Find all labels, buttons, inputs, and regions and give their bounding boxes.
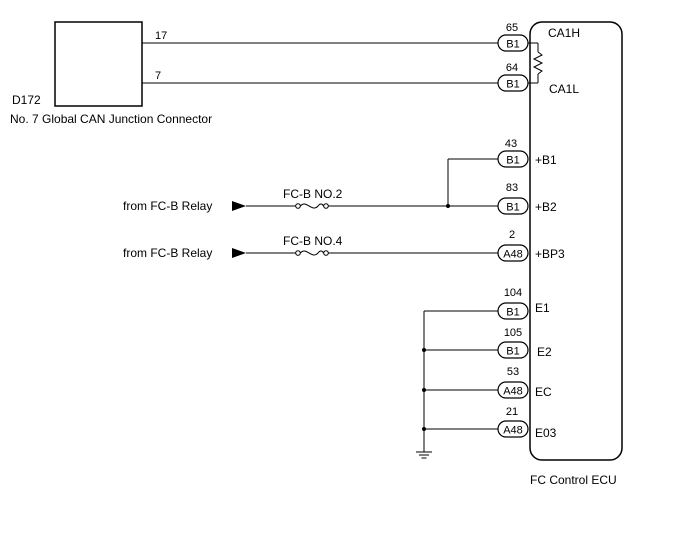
connector-code: B1 (506, 79, 519, 91)
connector-code: A48 (503, 249, 523, 261)
ground-icon (416, 451, 432, 459)
arrow-icon (232, 248, 246, 258)
signal-label: E03 (535, 426, 557, 440)
pin-number: 83 (506, 182, 518, 194)
junction-connector-box (54, 21, 143, 107)
junction-pin-7: 7 (155, 70, 161, 82)
terminal-e2: B1 105 E2 (497, 327, 552, 359)
signal-label: +B1 (535, 153, 557, 167)
connector-code: B1 (506, 39, 519, 51)
junction-pin-17: 17 (155, 30, 167, 42)
connector-code: B1 (506, 307, 519, 319)
terminating-resistor (528, 42, 544, 84)
pin-number: 64 (506, 62, 518, 74)
terminal-e03: A48 21 E03 (497, 406, 557, 440)
ecu-box (529, 21, 623, 461)
pin-number: 43 (505, 138, 517, 150)
pin-number: 2 (509, 229, 515, 241)
signal-label: E1 (535, 301, 550, 315)
connector-code: A48 (503, 386, 523, 398)
relay-source-1: from FC-B Relay (123, 199, 212, 213)
connector-code: B1 (506, 346, 519, 358)
terminal-ca1l: B1 64 CA1L (497, 62, 579, 96)
signal-label: +B2 (535, 200, 557, 214)
junction-code: D172 (12, 93, 41, 107)
fuse-label-2: FC-B NO.4 (283, 234, 343, 248)
pin-number: 65 (506, 22, 518, 34)
terminal-ca1h: B1 65 CA1H (497, 22, 580, 52)
pin-number: 104 (504, 287, 522, 299)
fuse-icon (295, 248, 329, 258)
signal-label: CA1L (549, 82, 579, 96)
ecu-name: FC Control ECU (530, 473, 617, 487)
pin-number: 21 (506, 406, 518, 418)
terminal-b1: B1 43 +B1 (497, 138, 557, 168)
junction-name: No. 7 Global CAN Junction Connector (10, 112, 212, 126)
pin-number: 105 (504, 327, 522, 339)
splice-e2 (422, 348, 426, 352)
connector-code: B1 (506, 202, 519, 214)
connector-code: A48 (503, 425, 523, 437)
connector-code: B1 (506, 155, 519, 167)
signal-label: +BP3 (535, 247, 565, 261)
terminal-b2: B1 83 +B2 (497, 182, 557, 215)
fuse-label-1: FC-B NO.2 (283, 187, 343, 201)
arrow-icon (232, 201, 246, 211)
pin-number: 53 (507, 366, 519, 378)
terminal-e1: B1 104 E1 (497, 287, 550, 320)
splice-ec (422, 388, 426, 392)
terminal-ec: A48 53 EC (497, 366, 552, 399)
signal-label: E2 (537, 345, 552, 359)
terminal-bp3: A48 2 +BP3 (497, 229, 565, 262)
relay-source-2: from FC-B Relay (123, 246, 212, 260)
signal-label: CA1H (548, 26, 580, 40)
fuse-icon (295, 201, 329, 211)
splice-e03 (422, 427, 426, 431)
signal-label: EC (535, 385, 552, 399)
